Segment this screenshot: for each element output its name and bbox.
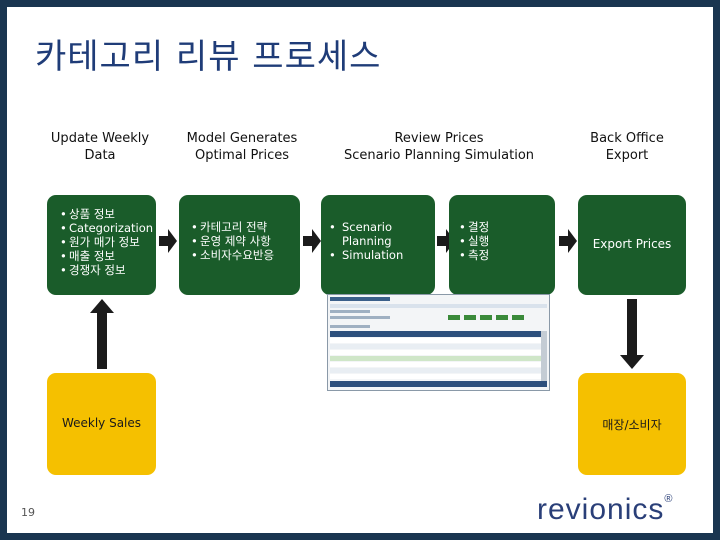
list-item: 경쟁자 정보 (60, 263, 156, 277)
model-bullets: 카테고리 전략 운영 제약 사항 소비자수요반응 (191, 220, 300, 262)
weekly-sales-box: Weekly Sales (47, 373, 156, 475)
list-item: 측정 (459, 248, 555, 262)
step-header-model: Model Generates Optimal Prices (186, 131, 298, 163)
brand-logo: revionics® (537, 493, 673, 527)
page-number: 19 (21, 506, 35, 519)
list-item: Simulation (329, 248, 435, 262)
step-header-review: Review Prices Scenario Planning Simulati… (343, 131, 535, 163)
slide: 카테고리 리뷰 프로세스 Update Weekly Data Model Ge… (7, 7, 713, 533)
list-item: 결정 (459, 220, 555, 234)
update-data-bullets: 상품 정보 Categorization 원가 매가 정보 매출 정보 경쟁자 … (60, 207, 156, 277)
weekly-sales-label: Weekly Sales (61, 416, 142, 430)
list-item: 원가 매가 정보 (60, 235, 156, 249)
list-item: 카테고리 전략 (191, 220, 300, 234)
step-header-update: Update Weekly Data (50, 131, 150, 163)
list-item: 운영 제약 사항 (191, 234, 300, 248)
logo-reg: ® (664, 493, 674, 505)
model-box: 카테고리 전략 운영 제약 사항 소비자수요반응 (179, 195, 300, 295)
arrow-up-icon (90, 299, 114, 369)
list-item: Categorization (60, 221, 156, 235)
export-prices-label: Export Prices (592, 237, 672, 251)
store-consumer-box: 매장/소비자 (578, 373, 686, 475)
review-bullets: Scenario Planning Simulation (329, 220, 435, 262)
list-item: 소비자수요반응 (191, 248, 300, 262)
export-prices-box: Export Prices (578, 195, 686, 295)
review-box-decision: 결정 실행 측정 (449, 195, 555, 295)
list-item: 실행 (459, 234, 555, 248)
list-item: 상품 정보 (60, 207, 156, 221)
logo-text: revionics (537, 493, 665, 526)
screenshot-image (328, 295, 549, 390)
arrow-down-icon (620, 299, 644, 369)
step-header-backoffice: Back Office Export (590, 131, 664, 163)
page-title: 카테고리 리뷰 프로세스 (35, 37, 382, 77)
software-screenshot (327, 294, 550, 391)
arrow-right-icon (559, 229, 577, 253)
arrow-right-icon (303, 229, 321, 253)
store-consumer-label: 매장/소비자 (602, 418, 662, 432)
review-box-scenario: Scenario Planning Simulation (321, 195, 435, 295)
list-item: 매출 정보 (60, 249, 156, 263)
update-data-box: 상품 정보 Categorization 원가 매가 정보 매출 정보 경쟁자 … (47, 195, 156, 295)
arrow-right-icon (159, 229, 177, 253)
list-item: Scenario Planning (329, 220, 435, 248)
decision-bullets: 결정 실행 측정 (459, 220, 555, 262)
